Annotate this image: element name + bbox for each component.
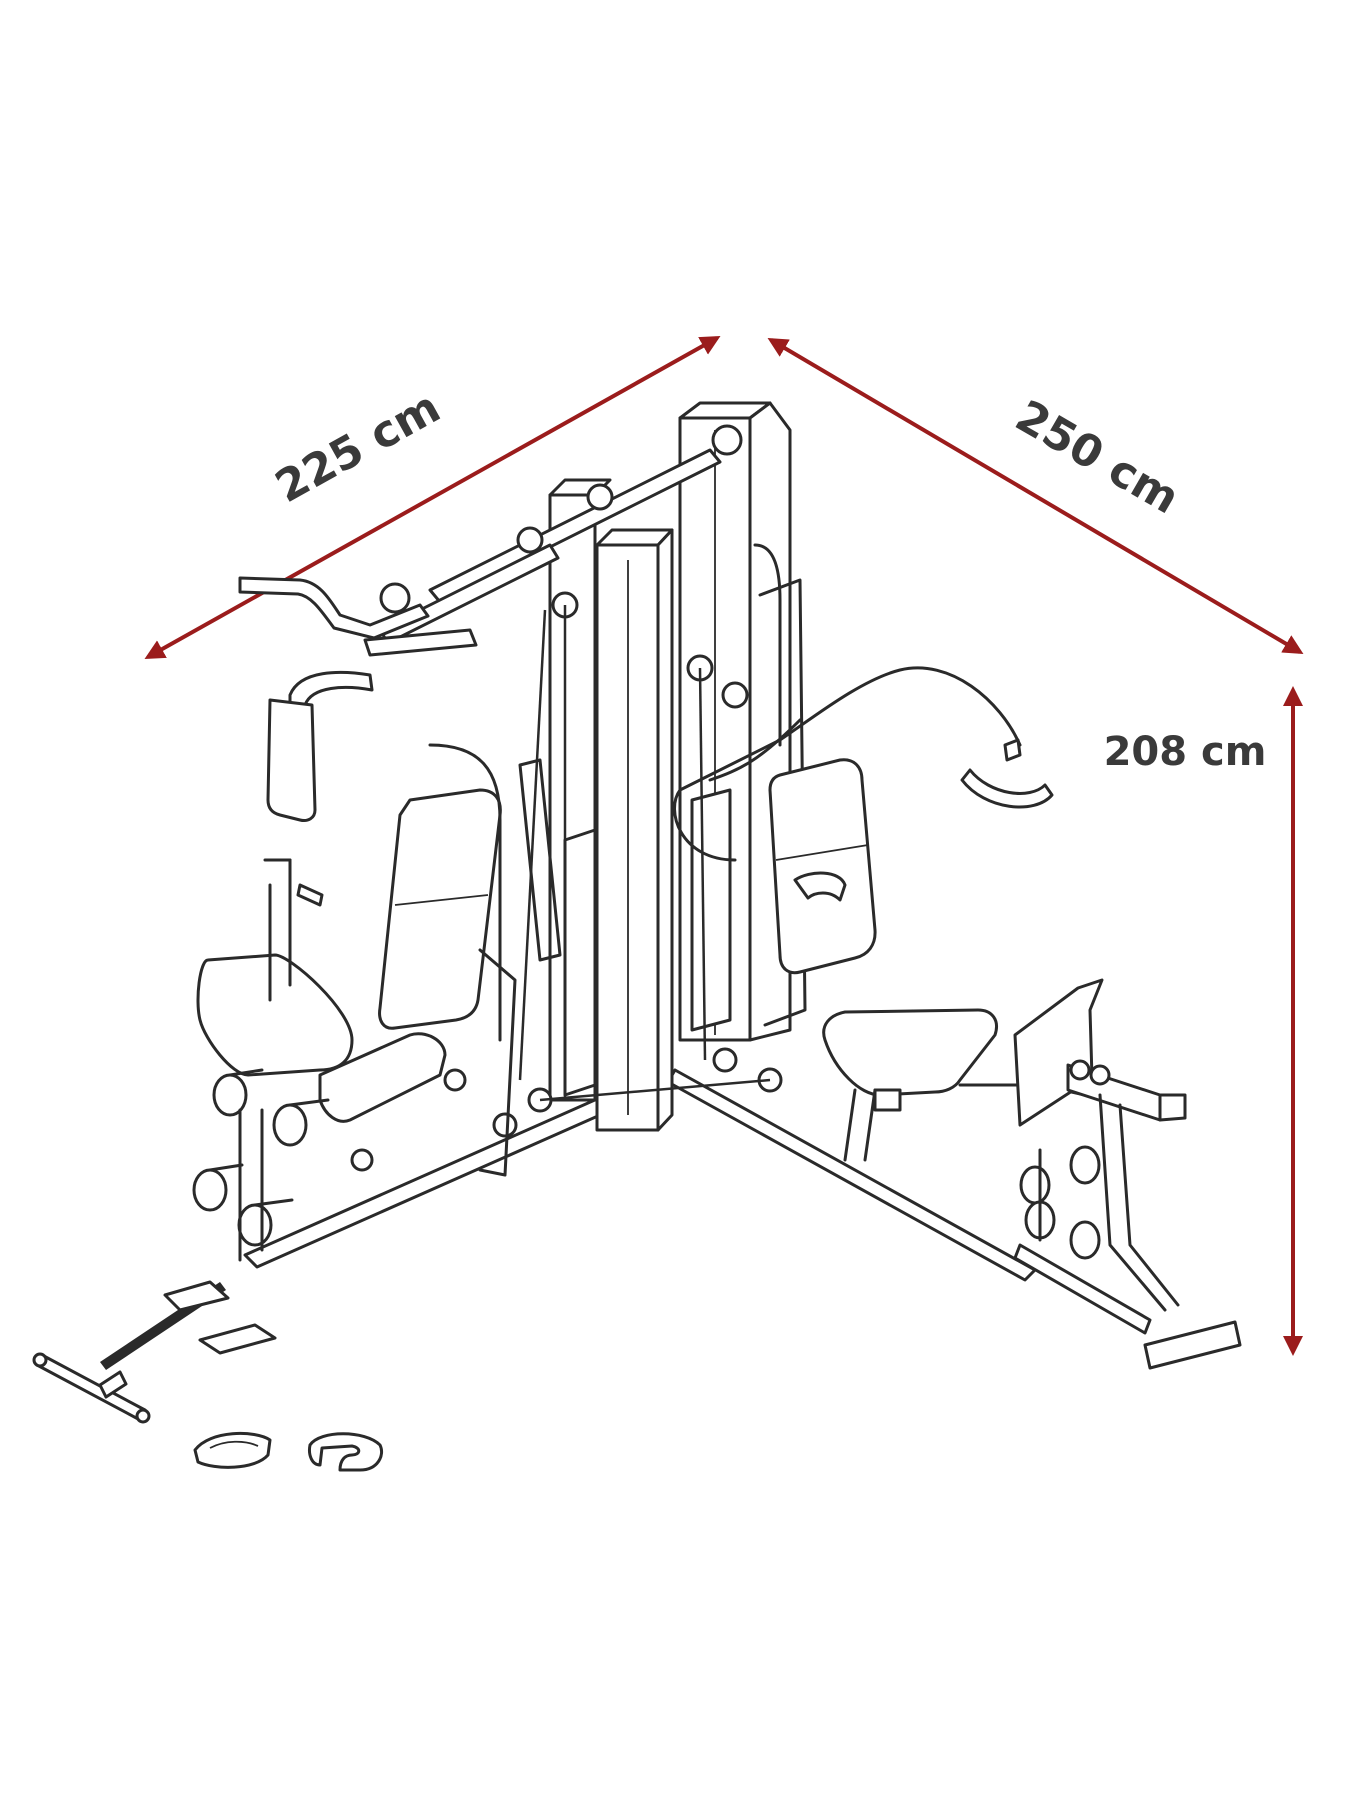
accessory-handle-bar	[32, 1352, 151, 1424]
central-tower	[378, 401, 792, 1132]
right-leg-frame	[1019, 1059, 1187, 1312]
height-label: 208 cm	[1104, 729, 1267, 775]
preacher-pad	[196, 858, 354, 1077]
depth-label: 250 cm	[1007, 391, 1188, 525]
left-seat	[318, 1032, 447, 1123]
left-frame-arms	[428, 743, 562, 1177]
accessory-ankle-strap	[308, 1432, 384, 1472]
width-label: 225 cm	[267, 382, 448, 513]
weight-stack-right	[690, 788, 732, 1032]
base-frame	[243, 1068, 1242, 1370]
right-back-pad	[768, 758, 877, 975]
chest-press-pads	[266, 628, 478, 822]
leg-rollers	[192, 1068, 330, 1262]
weight-stack-left	[563, 828, 597, 1097]
foot-plates	[163, 1280, 277, 1355]
lat-pulldown-bar	[238, 576, 430, 640]
leg-press-plate	[1013, 978, 1104, 1127]
depth-dimension-arrow	[767, 337, 1304, 655]
width-dimension-arrow	[144, 336, 721, 659]
accessory-stirrup-handle	[193, 1431, 272, 1469]
left-back-pad	[378, 788, 502, 1030]
dimension-arrows	[144, 336, 1304, 1356]
